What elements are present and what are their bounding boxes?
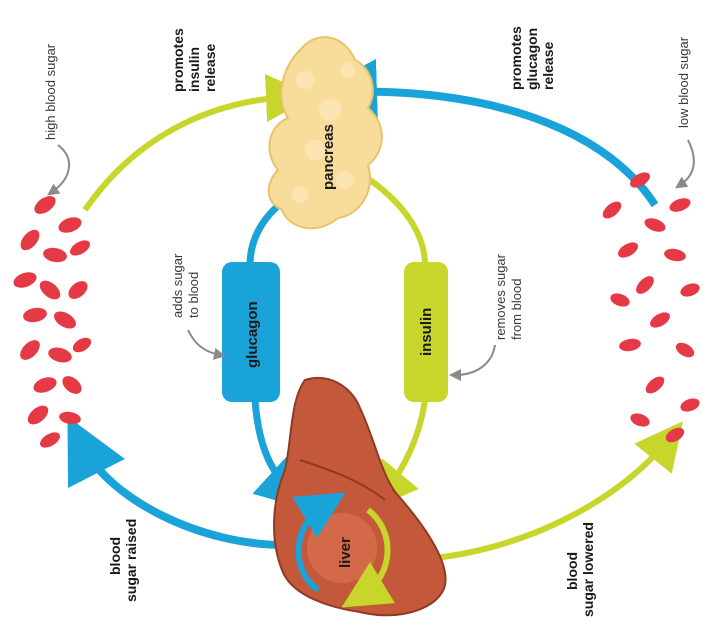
- blood-sugar-lowered-label: blood sugar lowered: [564, 522, 596, 617]
- adds-sugar-label: adds sugar to blood: [170, 253, 201, 318]
- removes-sugar-line-1: removes sugar: [493, 253, 508, 340]
- callout-high: [52, 145, 69, 192]
- arrow-high-to-pancreas: [85, 97, 290, 210]
- blood-sugar-lowered-line-1: blood: [564, 552, 580, 590]
- pancreas-label: pancreas: [320, 124, 337, 190]
- glucagon-label: glucagon: [244, 301, 261, 368]
- pancreas: pancreas: [269, 37, 382, 228]
- blood-cells-high: [11, 192, 93, 450]
- blood-cells-low: [600, 169, 702, 445]
- blood-sugar-raised-line-2: sugar raised: [123, 519, 139, 602]
- removes-sugar-line-2: from blood: [509, 279, 524, 340]
- liver-label: liver: [337, 537, 354, 568]
- promotes-insulin-line-1: promotes: [170, 28, 186, 92]
- blood-sugar-raised-line-1: blood: [107, 537, 123, 575]
- glucagon-pill: glucagon: [222, 262, 280, 402]
- promotes-insulin-line-3: release: [202, 44, 218, 92]
- blood-sugar-raised-label: blood sugar raised: [107, 519, 139, 602]
- removes-sugar-label: removes sugar from blood: [493, 253, 524, 340]
- adds-sugar-line-2: to blood: [186, 272, 201, 318]
- insulin-label: insulin: [418, 308, 435, 356]
- insulin-pill: insulin: [404, 262, 448, 402]
- callout-low: [680, 140, 694, 185]
- arrow-pancreas-to-insulin: [370, 180, 425, 265]
- promotes-glucagon-line-3: release: [540, 42, 556, 90]
- arrow-insulin-to-liver: [385, 400, 425, 492]
- callout-adds: [188, 330, 220, 355]
- arrow-liver-to-low: [410, 440, 668, 560]
- promotes-insulin-label: promotes insulin release: [170, 28, 218, 92]
- callout-removes: [455, 345, 495, 375]
- low-blood-sugar-label: low blood sugar: [676, 36, 691, 128]
- adds-sugar-line-1: adds sugar: [170, 253, 185, 318]
- blood-sugar-lowered-line-2: sugar lowered: [580, 522, 596, 617]
- promotes-glucagon-line-1: promotes: [508, 26, 524, 90]
- arrow-low-to-pancreas: [345, 92, 655, 205]
- promotes-glucagon-label: promotes glucagon release: [508, 26, 556, 90]
- high-blood-sugar-label: high blood sugar: [43, 43, 58, 140]
- arrow-liver-to-high: [82, 445, 285, 545]
- promotes-insulin-line-2: insulin: [186, 47, 202, 92]
- promotes-glucagon-line-2: glucagon: [524, 28, 540, 90]
